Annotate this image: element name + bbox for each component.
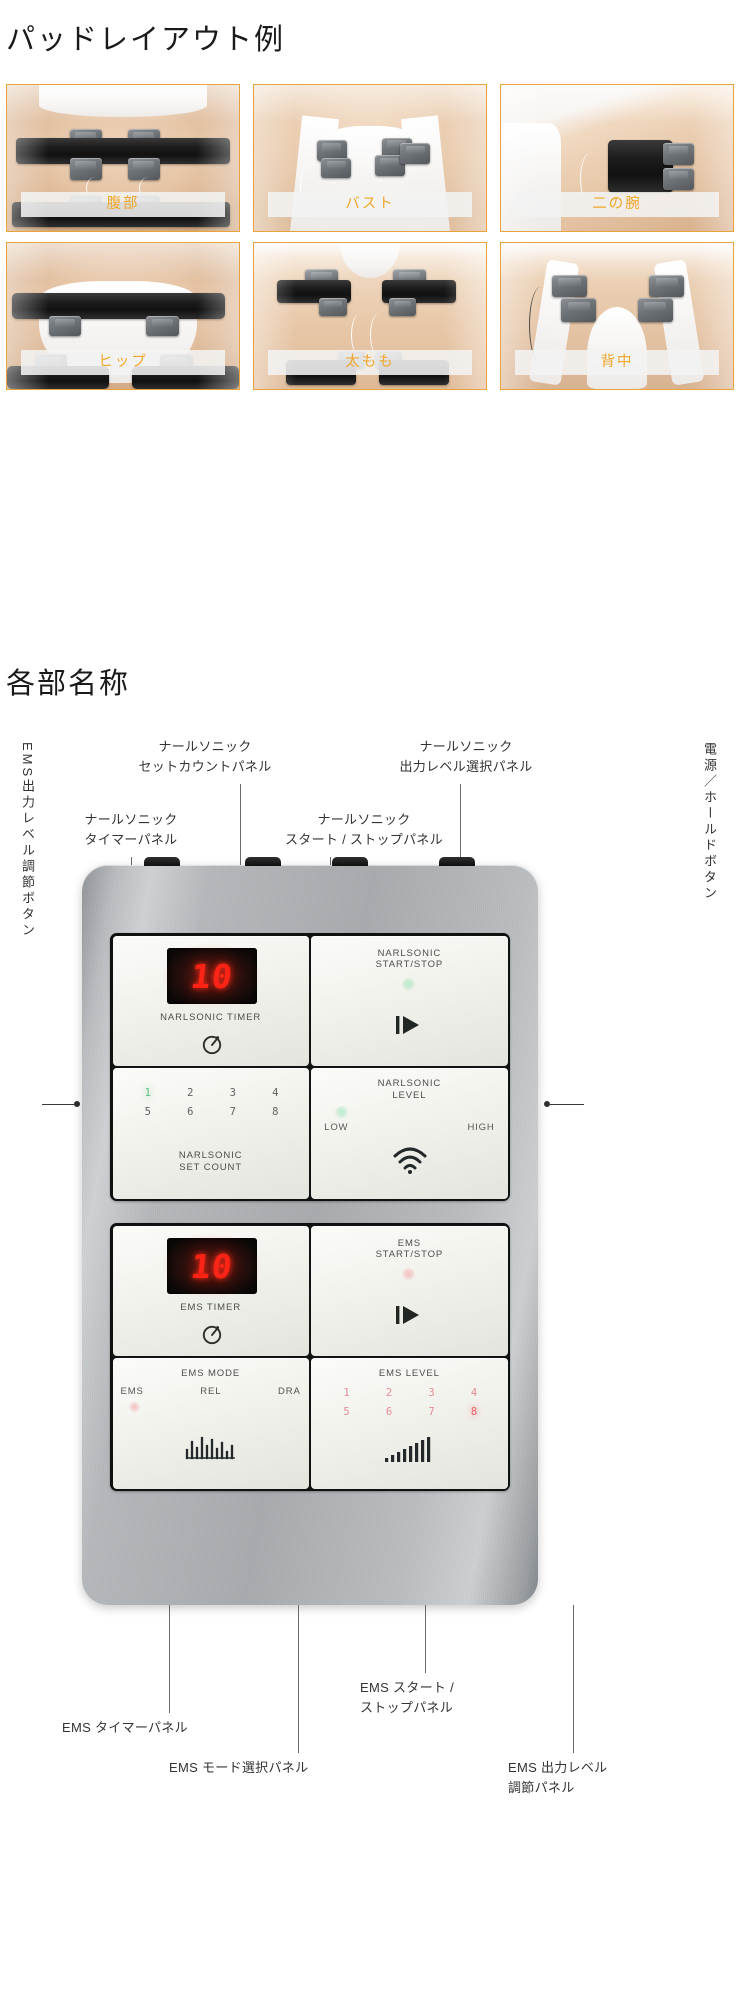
callout-ems-start-stop-panel: EMS スタート / ストップパネル (360, 1680, 455, 1715)
pad-example-back: 背中 (500, 242, 734, 390)
set-count-1[interactable]: 1 (144, 1087, 151, 1100)
callout-narlsonic-timer: ナールソニック タイマーパネル (84, 812, 178, 847)
ems-level-3[interactable]: 3 (428, 1387, 435, 1400)
pad-caption: 太もも (268, 350, 472, 375)
pad-layout-heading: パッドレイアウト例 (6, 24, 286, 56)
ems-mode-panel[interactable]: EMS MODE EMS REL DRA (112, 1358, 309, 1489)
set-count-5[interactable]: 5 (144, 1106, 151, 1119)
ems-keypad: 10 EMS TIMER EMS START/STOP (110, 1223, 510, 1491)
narlsonic-level-high: HIGH (467, 1122, 495, 1134)
narlsonic-level-lamp (335, 1106, 349, 1120)
set-count-4[interactable]: 4 (272, 1087, 279, 1100)
narlsonic-set-count-grid[interactable]: 1 2 3 4 5 6 7 8 (127, 1084, 297, 1122)
lead-line-power-hold (548, 1104, 584, 1105)
ems-level-panel[interactable]: EMS LEVEL 1 2 3 4 5 6 7 8 (311, 1358, 508, 1489)
narlsonic-start-stop-label: NARLSONIC START/STOP (375, 947, 444, 971)
device-diagram: ナールソニック セットカウントパネル ナールソニック 出力レベル選択パネル ナー… (0, 700, 740, 2000)
pad-example-abdomen: 腹部 (6, 84, 240, 232)
callout-ems-level-panel: EMS 出力レベル 調節パネル (508, 1760, 608, 1795)
ems-level-4[interactable]: 4 (470, 1387, 478, 1400)
parts-names-heading: 各部名称 (6, 668, 131, 700)
lead-line-ems-output-button (42, 1104, 78, 1105)
pad-example-upper-arm: 二の腕 (500, 84, 734, 232)
set-count-7[interactable]: 7 (229, 1106, 236, 1119)
device-top-button-3[interactable] (332, 857, 368, 866)
device-top-button-2[interactable] (245, 857, 281, 866)
narlsonic-level-panel[interactable]: NARLSONIC LEVEL LOW HIGH (311, 1068, 508, 1199)
callout-narlsonic-start-stop: ナールソニック スタート / ストップパネル (284, 812, 444, 847)
ems-mode-lamp (128, 1402, 140, 1414)
ems-mode-dra[interactable]: DRA (277, 1386, 301, 1398)
lead-line-ems-timer-panel (169, 1605, 170, 1713)
callout-ems-mode-panel: EMS モード選択パネル (169, 1760, 309, 1775)
lead-line-ems-mode-panel (298, 1605, 299, 1753)
ems-level-label: EMS LEVEL (378, 1368, 440, 1380)
narlsonic-timer-value: 10 (188, 956, 235, 995)
ems-level-6[interactable]: 6 (385, 1406, 393, 1419)
ems-level-grid[interactable]: 1 2 3 4 5 6 7 8 (325, 1384, 495, 1422)
device-top-button-4[interactable] (439, 857, 475, 866)
lead-line-set-count (240, 784, 241, 934)
ems-level-1[interactable]: 1 (343, 1387, 350, 1400)
pad-example-bust: バスト (253, 84, 487, 232)
ems-timer-value: 10 (188, 1246, 235, 1285)
callout-narlsonic-set-count: ナールソニック セットカウントパネル (138, 739, 272, 774)
ems-timer-panel[interactable]: 10 EMS TIMER (112, 1225, 309, 1356)
pulse-wave-icon (185, 1434, 237, 1462)
set-count-3[interactable]: 3 (229, 1087, 236, 1100)
pad-example-hip: ヒップ (6, 242, 240, 390)
stopwatch-icon (199, 1030, 225, 1056)
pad-example-thigh: 太もも (253, 242, 487, 390)
ems-level-2[interactable]: 2 (385, 1387, 393, 1400)
narlsonic-set-count-panel[interactable]: 1 2 3 4 5 6 7 8 NARLSONIC SET COUNT (112, 1068, 309, 1199)
signal-wave-icon (391, 1144, 429, 1175)
ems-mode-label: EMS MODE (181, 1368, 241, 1380)
callout-ems-timer-panel: EMS タイマーパネル (62, 1720, 188, 1735)
set-count-6[interactable]: 6 (187, 1106, 194, 1119)
ems-start-stop-label: EMS START/STOP (375, 1237, 444, 1261)
pad-caption: 背中 (515, 350, 719, 375)
ems-status-lamp (402, 1267, 416, 1281)
ems-timer-display: 10 (166, 1237, 257, 1294)
stopwatch-icon (199, 1320, 225, 1346)
ems-start-stop-panel[interactable]: EMS START/STOP (311, 1225, 508, 1356)
ems-level-8[interactable]: 8 (470, 1406, 478, 1419)
lead-line-ems-start-stop-panel (425, 1605, 426, 1673)
narlsonic-timer-display: 10 (166, 947, 257, 1004)
ems-level-5[interactable]: 5 (343, 1406, 350, 1419)
narlsonic-level-low: LOW (324, 1122, 349, 1134)
narlsonic-level-label: NARLSONIC LEVEL (377, 1078, 442, 1101)
narlsonic-status-lamp (402, 977, 416, 991)
narlsonic-timer-panel[interactable]: 10 NARLSONIC TIMER (112, 935, 309, 1066)
device-top-button-1[interactable] (144, 857, 180, 866)
pad-caption: 二の腕 (515, 192, 719, 217)
narlsonic-keypad: 10 NARLSONIC TIMER NARLSONIC START/ST (110, 933, 510, 1201)
ems-level-7[interactable]: 7 (428, 1406, 435, 1419)
ems-mode-rel[interactable]: REL (200, 1386, 222, 1398)
narlsonic-set-count-label: NARLSONIC SET COUNT (178, 1150, 243, 1173)
callout-narlsonic-level: ナールソニック 出力レベル選択パネル (399, 739, 533, 774)
play-icon (394, 1012, 428, 1038)
callout-power-hold-button: 電源／ホールドボタン (702, 742, 717, 902)
ems-timer-label: EMS TIMER (180, 1301, 241, 1313)
lead-line-ems-level-panel (573, 1605, 574, 1753)
play-icon (394, 1302, 428, 1328)
lead-dot-ems-output-button (74, 1101, 80, 1107)
ems-mode-ems[interactable]: EMS (120, 1386, 144, 1398)
narlsonic-start-stop-panel[interactable]: NARLSONIC START/STOP (311, 935, 508, 1066)
level-bars-icon (383, 1436, 437, 1464)
narlsonic-timer-label: NARLSONIC TIMER (160, 1011, 262, 1023)
pad-caption: バスト (268, 192, 472, 217)
set-count-8[interactable]: 8 (272, 1106, 279, 1119)
set-count-2[interactable]: 2 (187, 1087, 194, 1100)
pad-caption: 腹部 (21, 192, 225, 217)
lead-dot-power-hold (544, 1101, 550, 1107)
pad-caption: ヒップ (21, 350, 225, 375)
narlsonic-ems-device: 10 NARLSONIC TIMER NARLSONIC START/ST (82, 857, 538, 1605)
pad-layout-gallery: 腹部 バスト (6, 84, 734, 390)
callout-ems-output-button: EMS出力レベル調節ボタン (20, 742, 35, 940)
